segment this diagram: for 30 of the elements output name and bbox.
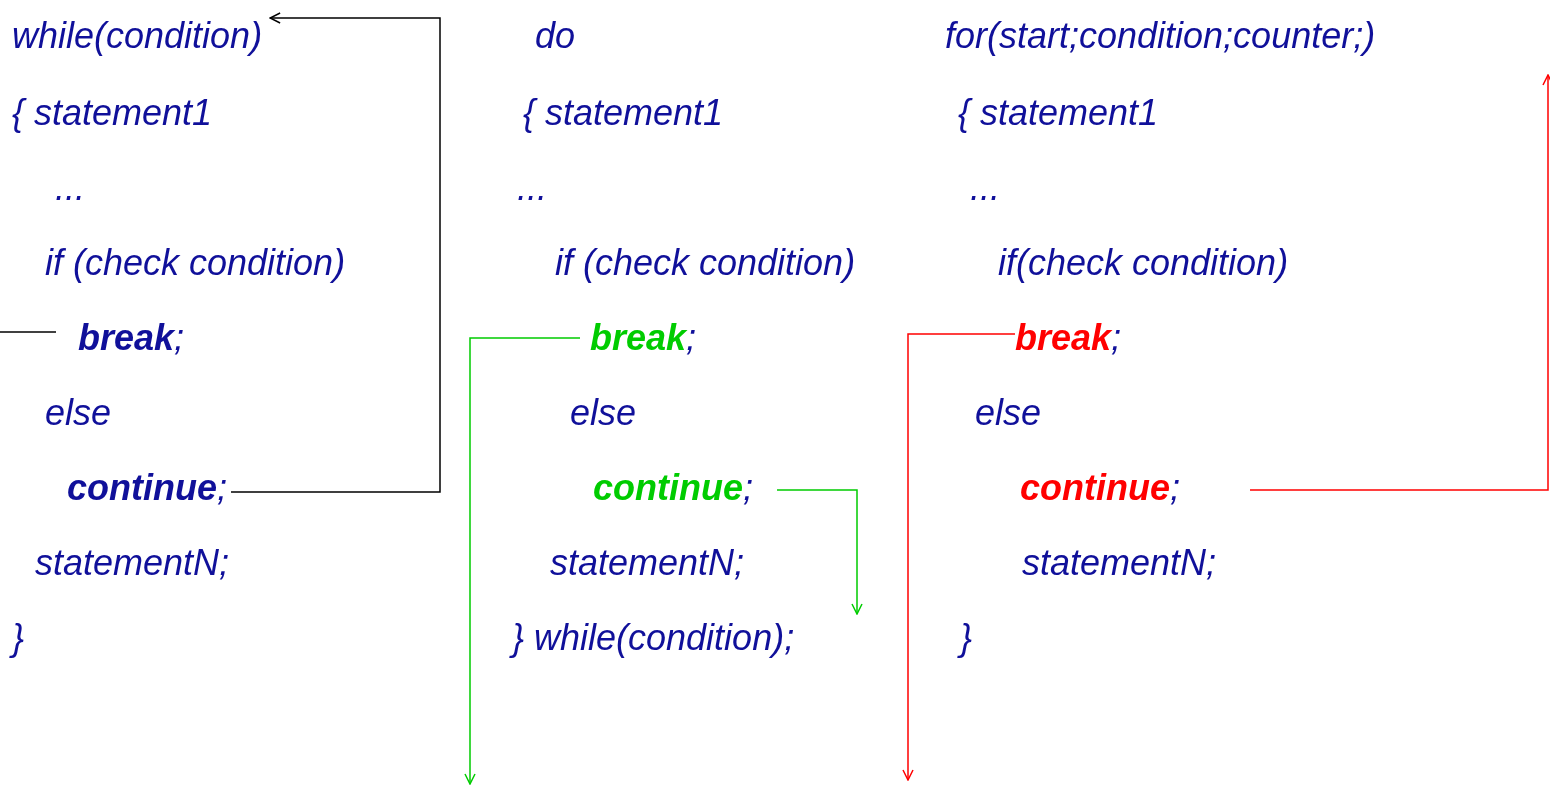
code-line: while(condition) xyxy=(12,14,263,58)
code-line: break; xyxy=(1015,316,1122,360)
code-line: else xyxy=(45,391,112,435)
code-line: { statement1 xyxy=(12,91,213,135)
code-line: { statement1 xyxy=(958,91,1159,135)
arrow xyxy=(230,12,441,493)
code-line: statementN; xyxy=(550,541,745,585)
code-line: if(check condition) xyxy=(998,241,1289,285)
code-line: ... xyxy=(55,166,85,210)
code-line: { statement1 xyxy=(523,91,724,135)
code-line: ... xyxy=(970,166,1000,210)
code-line: else xyxy=(570,391,637,435)
code-line: ... xyxy=(517,166,547,210)
arrow xyxy=(464,337,581,785)
arrow xyxy=(776,489,863,615)
code-line: if (check condition) xyxy=(555,241,856,285)
code-line: if (check condition) xyxy=(45,241,346,285)
arrow xyxy=(902,333,1016,781)
code-line: statementN; xyxy=(1022,541,1217,585)
arrow xyxy=(1249,74,1550,491)
connector-line xyxy=(0,331,57,333)
code-line: break; xyxy=(590,316,697,360)
code-line: continue; xyxy=(67,466,227,510)
code-line: continue; xyxy=(1020,466,1180,510)
code-line: statementN; xyxy=(35,541,230,585)
code-line: do xyxy=(535,14,576,58)
code-line: else xyxy=(975,391,1042,435)
code-line: continue; xyxy=(593,466,753,510)
code-line: for(start;condition;counter;) xyxy=(945,14,1376,58)
code-line: break; xyxy=(78,316,185,360)
